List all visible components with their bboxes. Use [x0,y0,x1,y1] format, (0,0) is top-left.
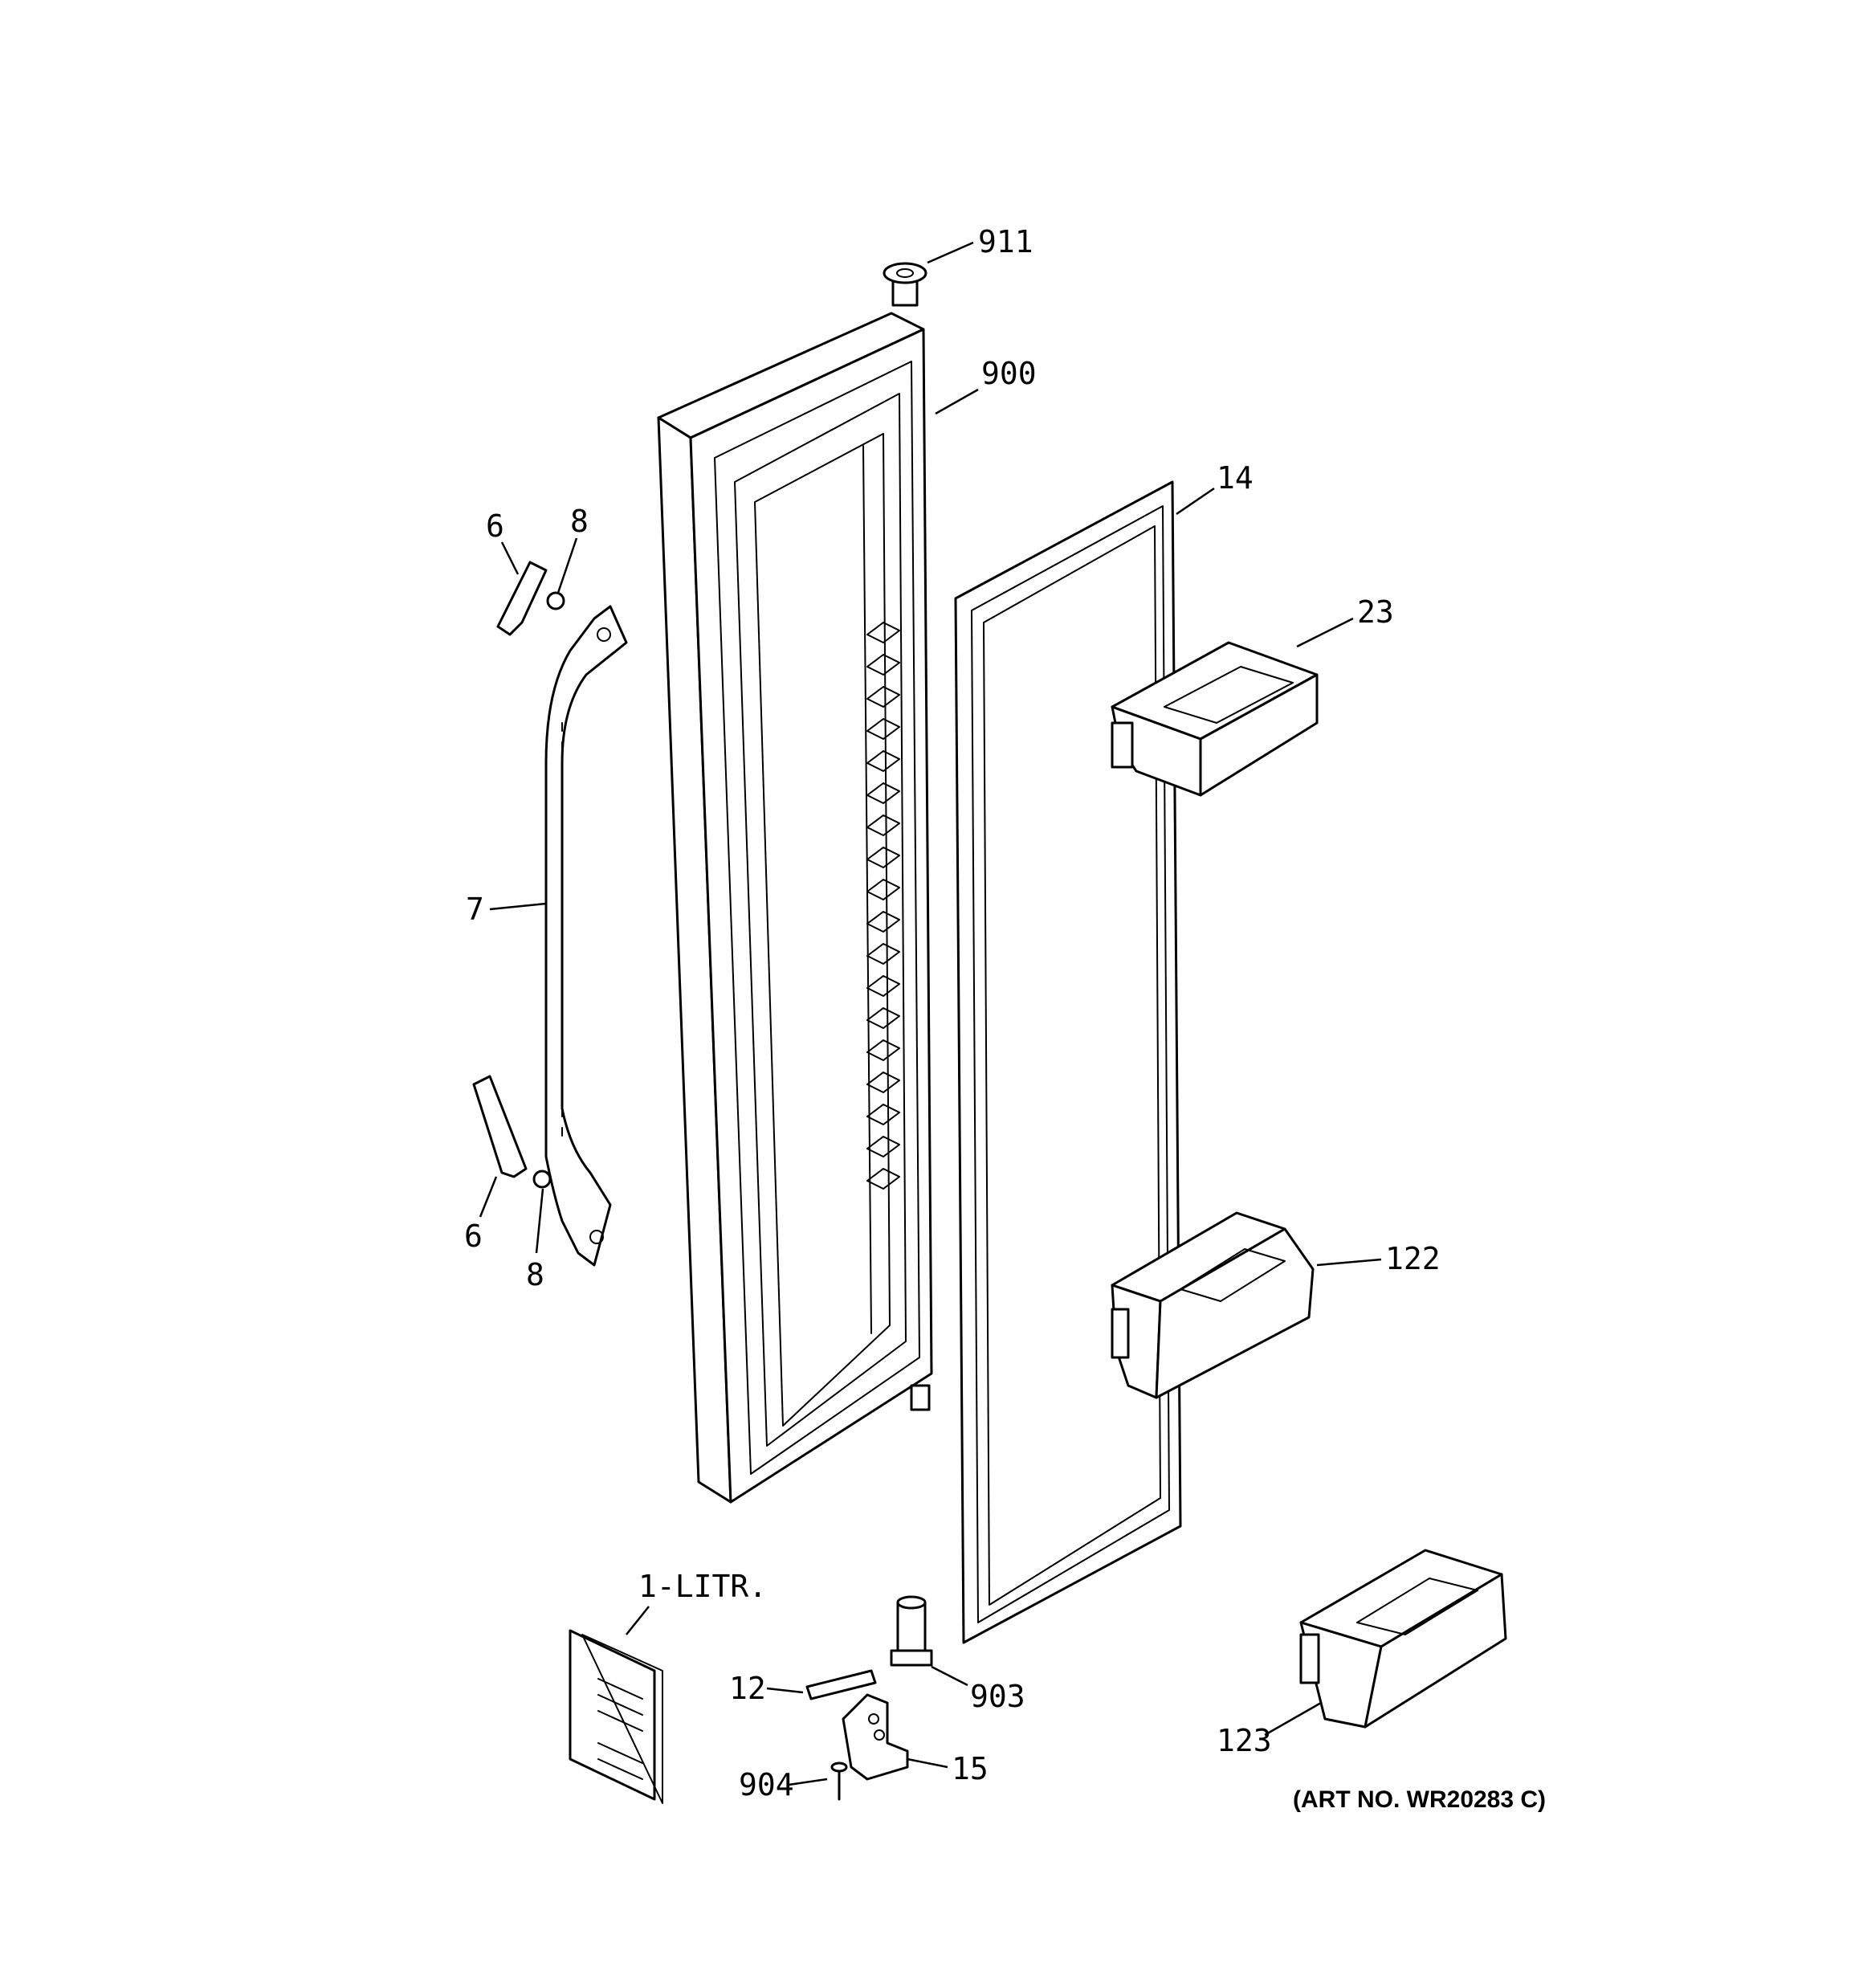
callout-15: 15 [952,1751,989,1786]
callout-23: 23 [1357,594,1394,630]
shelf-clips [866,622,900,1190]
handle-nut-top [546,591,565,610]
art-number: (ART NO. WR20283 C) [1293,1786,1546,1813]
bottom-hinge [842,1693,909,1781]
callout-8-bottom: 8 [526,1257,544,1292]
door-assembly [657,312,933,1504]
callout-911: 911 [978,224,1033,259]
callout-903: 903 [970,1679,1025,1714]
callout-12: 12 [729,1671,766,1706]
door-handle [544,605,628,1267]
callout-6-bottom: 6 [464,1219,483,1254]
callout-122: 122 [1385,1241,1441,1276]
literature-booklet [569,1629,663,1804]
handle-nut-bottom [532,1170,552,1189]
handle-end-cap-bottom [472,1075,528,1178]
callout-123: 123 [1217,1723,1272,1758]
callout-8-top: 8 [570,504,589,539]
door-gasket [954,480,1182,1644]
bottom-hinge-pin [890,1595,933,1667]
handle-end-cap-top [496,561,548,636]
lower-door-bin [1299,1549,1507,1729]
hinge-screw [830,1761,848,1801]
callout-900: 900 [981,356,1037,391]
leader-lines [479,241,1382,1786]
callout-904: 904 [739,1767,794,1802]
callout-7: 7 [466,892,484,927]
upper-door-bin [1111,641,1319,797]
callout-1-litr: 1-LITR. [638,1569,767,1604]
hinge-shim [805,1669,877,1700]
callout-14: 14 [1217,460,1254,496]
middle-door-bin [1111,1211,1315,1399]
callout-6-top: 6 [486,508,504,544]
top-bushing [883,262,927,307]
callout-labels: 911 900 14 23 6 8 7 6 8 122 1-LITR. 12 9… [464,224,1546,1813]
